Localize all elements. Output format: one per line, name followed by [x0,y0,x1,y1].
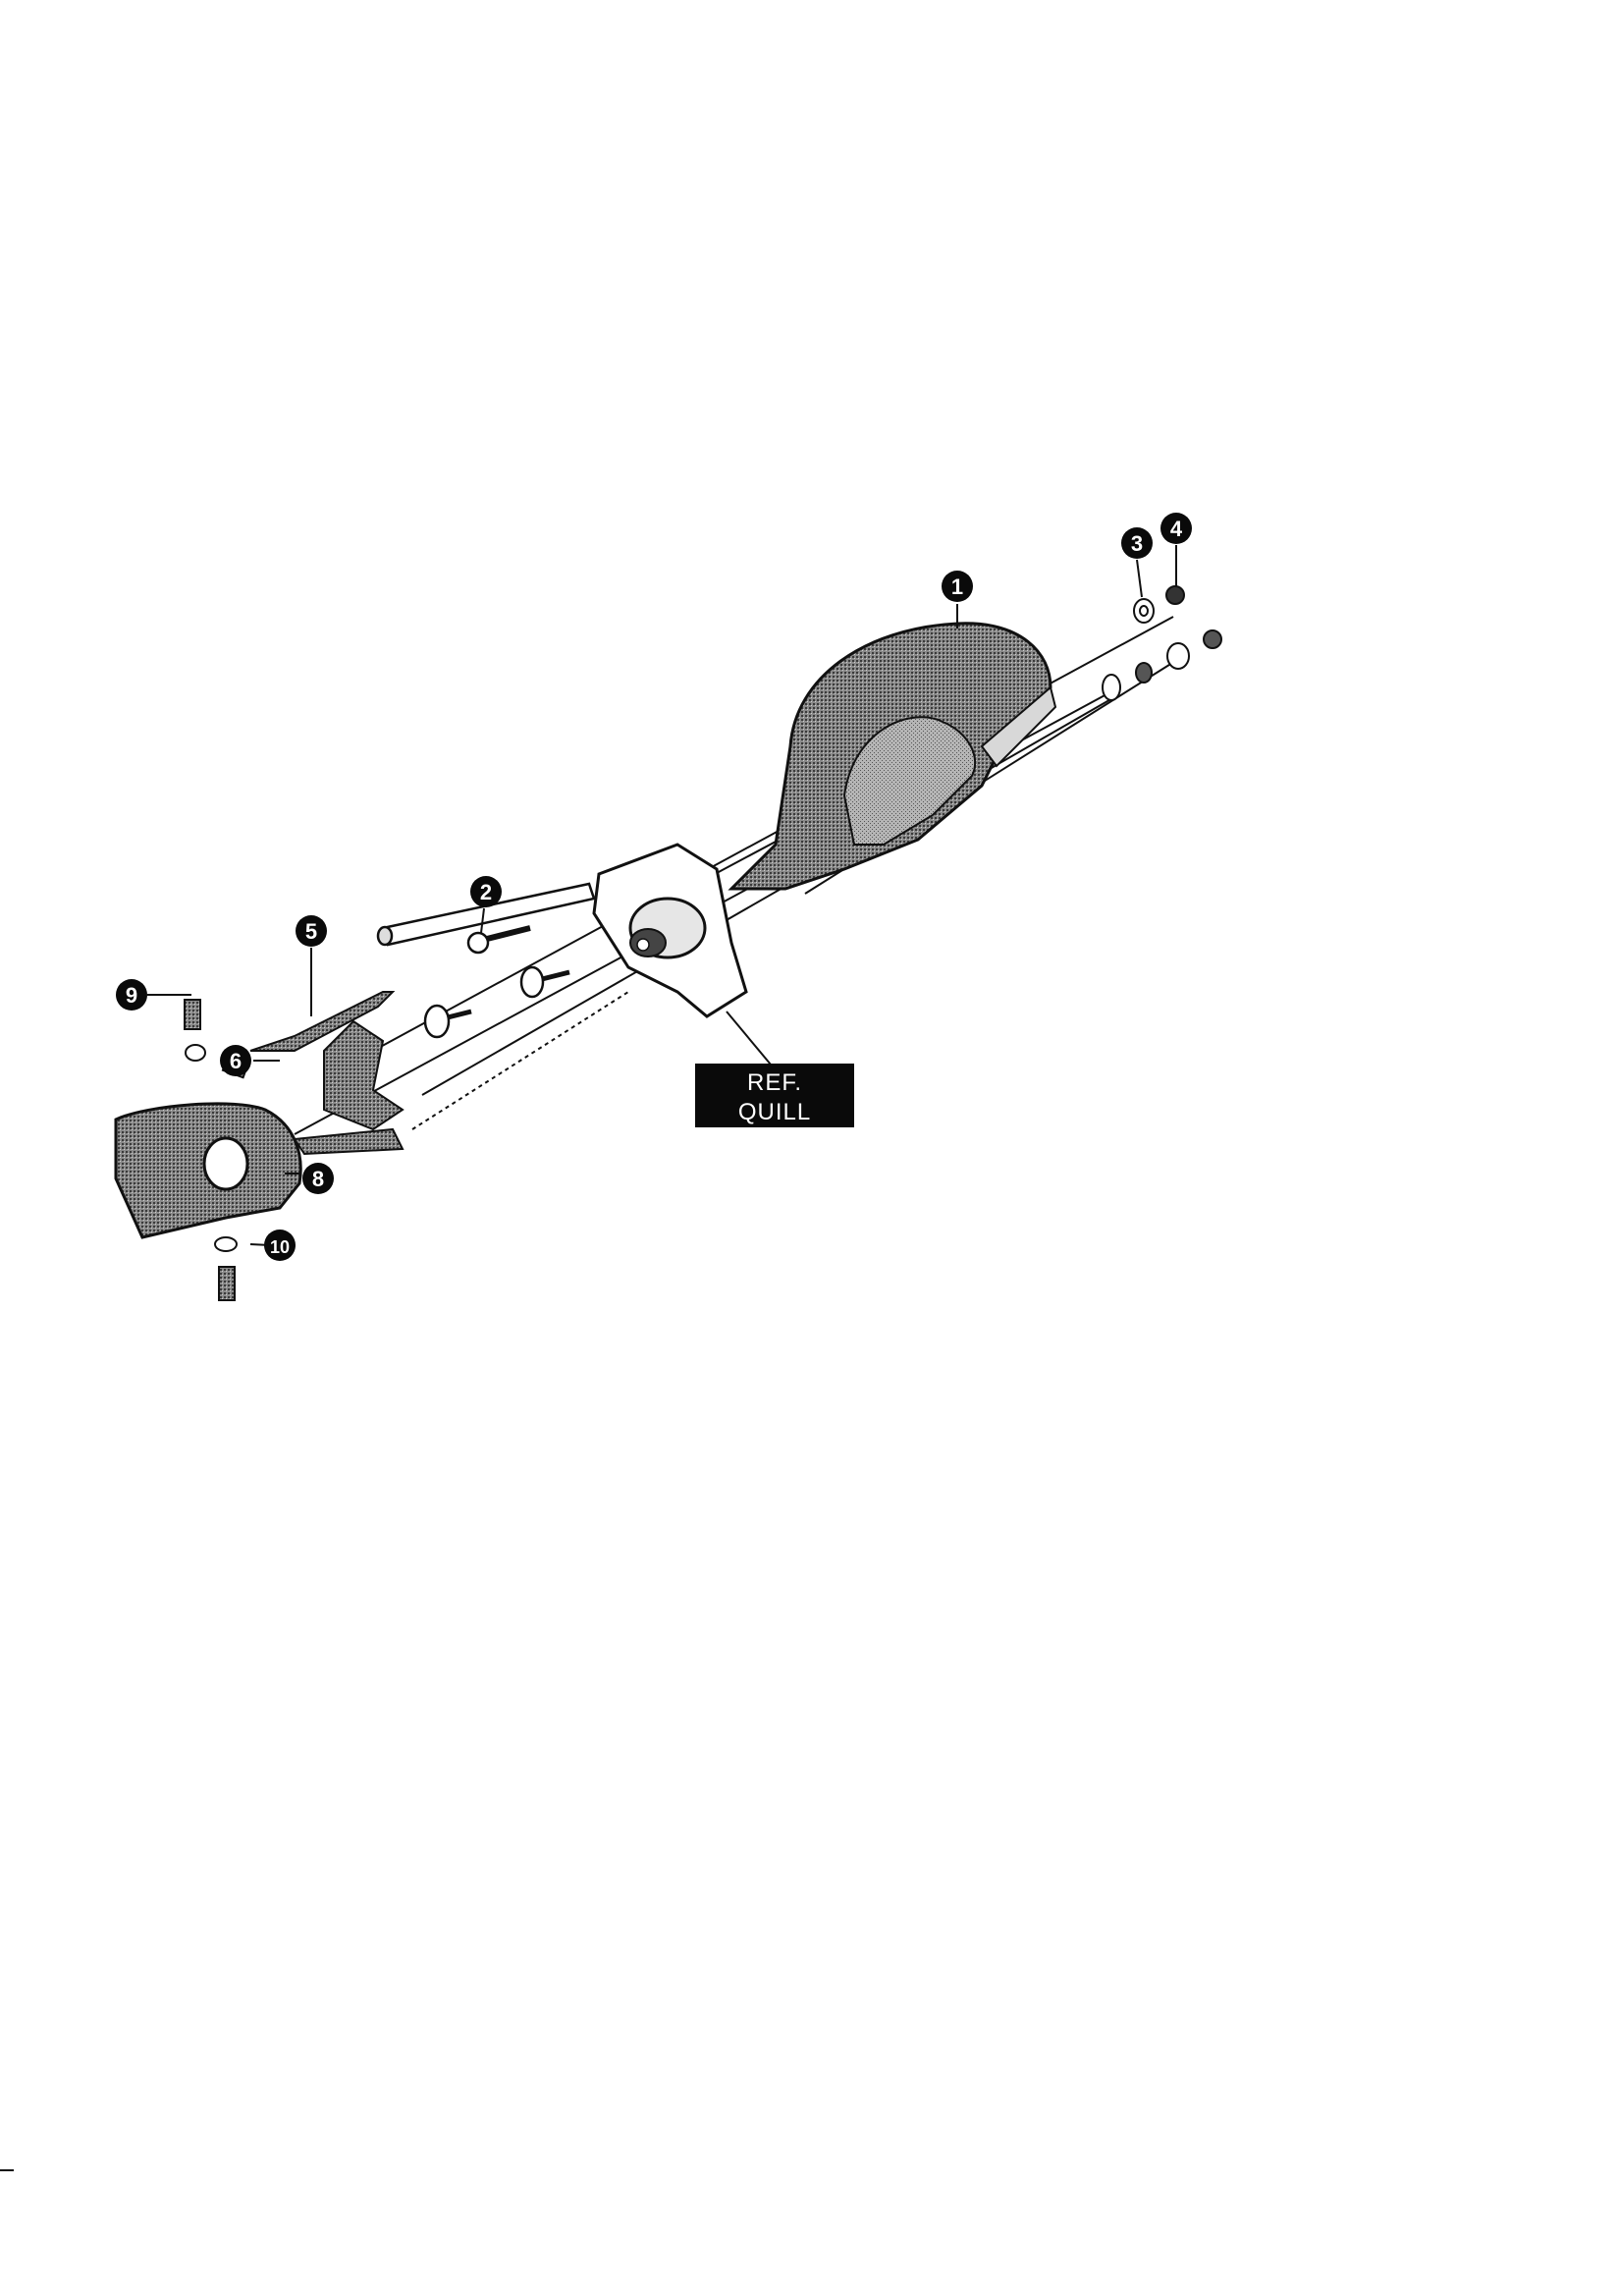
callout-4: 4 [1160,513,1192,544]
ref-quill-label: REF. QUILL [695,1064,854,1127]
svg-text:10: 10 [270,1237,290,1257]
callout-10: 10 [264,1230,296,1261]
callout-9: 9 [116,979,147,1011]
svg-text:3: 3 [1131,531,1143,556]
callout-6: 6 [220,1045,251,1076]
hardware-pieces [184,585,1222,1301]
callout-2: 2 [470,876,502,907]
svg-text:REF.: REF. [747,1069,802,1096]
callout-8: 8 [302,1163,334,1194]
svg-text:5: 5 [305,919,317,944]
svg-text:QUILL: QUILL [738,1099,811,1125]
lower-blade-guard [114,1102,302,1239]
callout-1: 1 [942,571,973,602]
callouts: 1 3 4 2 5 9 6 8 [116,513,1192,1261]
upper-blade-guard [728,622,1057,891]
guard-bracket [249,991,404,1156]
callout-5: 5 [296,915,327,947]
callout-3: 3 [1121,527,1153,559]
svg-text:6: 6 [230,1049,242,1073]
svg-text:2: 2 [480,880,492,904]
svg-text:4: 4 [1170,517,1183,541]
assembly-lines [294,616,1189,1135]
quill-bracket [592,843,748,1018]
rod-and-bolts [376,882,596,1039]
svg-text:8: 8 [312,1167,324,1191]
svg-text:9: 9 [126,983,137,1008]
svg-text:1: 1 [951,574,963,599]
